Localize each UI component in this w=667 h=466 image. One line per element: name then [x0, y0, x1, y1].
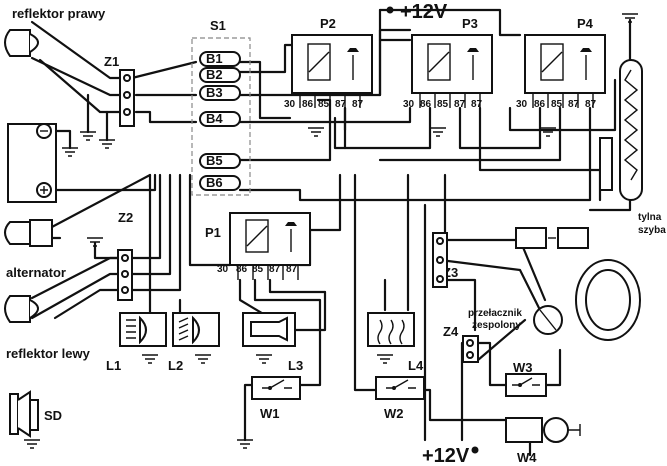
pin-label: 30 — [284, 99, 296, 110]
pin-label: 30 — [403, 99, 415, 110]
lamp-label: L4 — [408, 358, 424, 373]
pin-label: 87 — [335, 99, 347, 110]
fuse-b4: B4 — [199, 111, 241, 127]
pin-label: 87 — [454, 99, 466, 110]
rear-window-label-2: szyba — [638, 225, 666, 236]
switch-w2: W2 — [375, 376, 425, 421]
light-indicator-icons — [515, 227, 589, 249]
pin-label: 87 — [352, 99, 364, 110]
relay-p2: P2 30 86 85 87 87 — [284, 16, 373, 110]
combo-switch-label-2: zespolony — [472, 320, 521, 331]
fuse-label: B6 — [206, 175, 223, 190]
pin-label: 87 — [585, 99, 597, 110]
fuse-label: B2 — [206, 67, 223, 82]
pin-label: 85 — [252, 264, 264, 275]
pin-label: 86 — [302, 99, 314, 110]
fuse-b1: B1 — [199, 51, 241, 67]
lamp-l1: L1 — [106, 312, 167, 373]
junction-z3: Z3 — [432, 232, 458, 288]
junction-z1: Z1 — [104, 54, 135, 127]
relay-p1: P1 30 86 85 87 87 — [205, 212, 311, 280]
headlight-right-label: reflektor prawy — [12, 6, 106, 21]
rear-window-label-1: tylna — [638, 212, 662, 223]
alternator-label: alternator — [6, 265, 66, 280]
switch-label: W2 — [384, 406, 404, 421]
pin-label: 87 — [471, 99, 483, 110]
fuse-b6: B6 — [199, 175, 241, 191]
pin-label: 85 — [437, 99, 449, 110]
fuse-b5: B5 — [199, 153, 241, 169]
pin-label: 87 — [286, 264, 298, 275]
headlight-left: reflektor lewy — [4, 295, 91, 361]
lamp-label: L2 — [168, 358, 183, 373]
fuse-b3: B3 — [199, 85, 241, 101]
pin-label: 87 — [568, 99, 580, 110]
fuse-box-label: S1 — [210, 18, 226, 33]
combo-switch: przełacznik zespolony — [468, 305, 563, 335]
speaker-label: SD — [44, 408, 62, 423]
alternator: alternator — [4, 219, 66, 280]
supply-bottom: +12V — [422, 445, 479, 466]
speaker-sd: SD — [9, 390, 62, 438]
relay-contact-icon — [285, 222, 297, 226]
heater-l4: L4 — [367, 312, 424, 373]
fuse-label: B1 — [206, 51, 223, 66]
ground-symbols — [24, 13, 638, 449]
supply-top-label: +12V — [400, 1, 448, 23]
supply-top: +12V — [386, 1, 448, 23]
pin-label: 87 — [269, 264, 281, 275]
relay-p4: P4 30 86 85 87 87 — [516, 16, 606, 110]
pin-label: 85 — [551, 99, 563, 110]
lamp-label: L3 — [288, 358, 303, 373]
relay-label: P4 — [577, 16, 594, 31]
relay-label: P2 — [320, 16, 336, 31]
switch-label: W4 — [517, 450, 537, 465]
switch-label: W1 — [260, 406, 280, 421]
junction-z4: Z4 — [443, 324, 479, 363]
fuse-label: B5 — [206, 153, 223, 168]
relay-contact-icon — [347, 48, 359, 52]
relay-p3: P3 30 86 85 87 87 — [403, 16, 493, 110]
switch-label: W3 — [513, 360, 533, 375]
pin-label: 86 — [420, 99, 432, 110]
horn-l3: L3 — [242, 312, 303, 373]
fuse-box-s1: S1 B1 B2 B3 B4 B5 B6 — [191, 18, 251, 196]
switch-w3: W3 — [505, 360, 547, 397]
ignition-switch-w4: W4 — [505, 417, 581, 465]
switch-w1: W1 — [251, 376, 301, 421]
junction-z2: Z2 — [117, 210, 133, 301]
lamp-l2: L2 — [168, 312, 220, 373]
junction-label: Z2 — [118, 210, 133, 225]
pin-label: 85 — [318, 99, 330, 110]
junction-label: Z4 — [443, 324, 459, 339]
pin-label: 86 — [236, 264, 248, 275]
relay-contact-icon — [580, 48, 592, 52]
junction-label: Z1 — [104, 54, 119, 69]
pin-label: 86 — [534, 99, 546, 110]
fuse-b2: B2 — [199, 67, 241, 83]
lamp-label: L1 — [106, 358, 121, 373]
pin-label: 30 — [516, 99, 528, 110]
pin-label: 30 — [217, 264, 229, 275]
supply-bottom-label: +12V — [422, 445, 470, 466]
relay-contact-icon — [467, 48, 479, 52]
steering-wheel — [575, 259, 641, 341]
rear-window-heater: tylna szyba — [599, 59, 666, 236]
combo-switch-label-1: przełacznik — [468, 308, 522, 319]
relay-label: P1 — [205, 225, 221, 240]
battery — [7, 123, 57, 203]
fuse-label: B3 — [206, 85, 223, 100]
headlight-left-label: reflektor lewy — [6, 346, 91, 361]
headlight-right: reflektor prawy — [4, 6, 106, 57]
fuse-label: B4 — [206, 111, 223, 126]
relay-label: P3 — [462, 16, 478, 31]
